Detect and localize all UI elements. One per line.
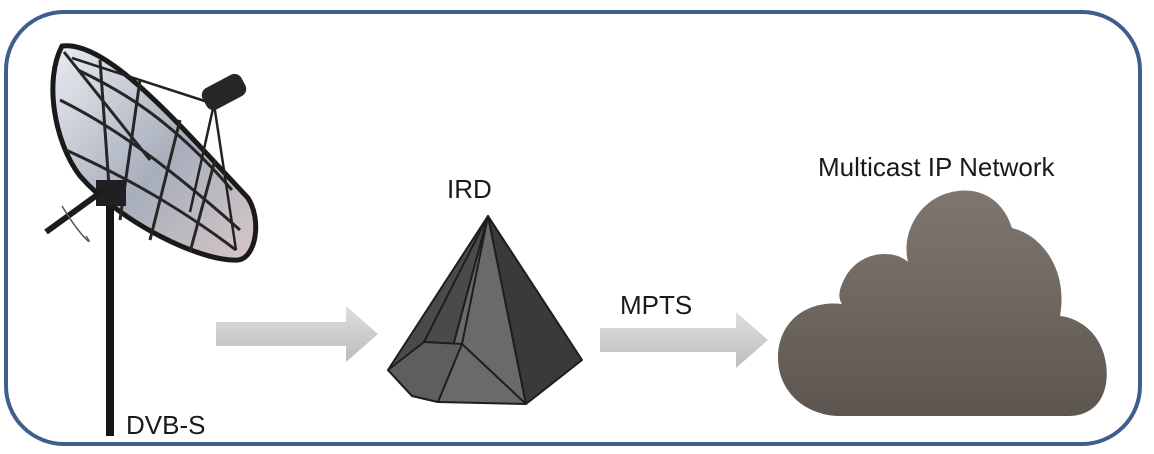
satellite-dish-icon [44,43,259,436]
pyramid-icon [387,215,583,405]
network-label: Multicast IP Network [818,152,1055,182]
ird-label: IRD [447,174,492,204]
arrow-ird-to-network [600,312,768,368]
cloud-icon [778,190,1107,416]
mpts-label: MPTS [620,290,693,320]
dvbs-label: DVB-S [126,410,206,440]
arrow-dish-to-ird [216,306,378,362]
